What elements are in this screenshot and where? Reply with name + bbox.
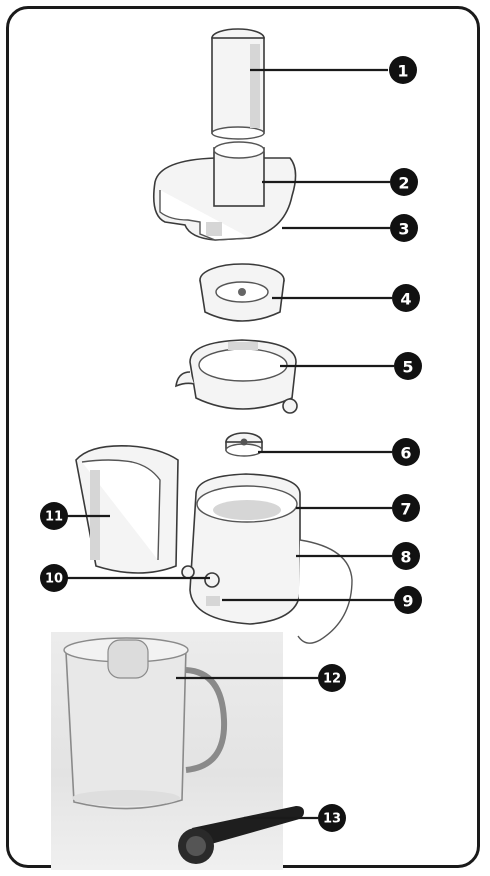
badge-label-5: 5: [402, 358, 413, 377]
badge-label-6: 6: [400, 444, 411, 463]
badge-6: 6: [392, 438, 420, 466]
badge-13: 13: [318, 804, 346, 832]
juice-jug-illustration: [63, 637, 228, 810]
badge-11: 11: [40, 502, 68, 530]
badge-2: 2: [390, 168, 418, 196]
badge-7: 7: [392, 494, 420, 522]
badge-10: 10: [40, 564, 68, 592]
motor-base-illustration: [181, 473, 353, 644]
badge-9: 9: [394, 586, 422, 614]
badge-label-8: 8: [400, 548, 411, 567]
food-pusher-illustration: [211, 28, 265, 140]
badge-label-13: 13: [323, 812, 341, 827]
badge-8: 8: [392, 542, 420, 570]
badge-label-1: 1: [397, 62, 408, 81]
badge-label-7: 7: [400, 500, 411, 519]
badge-3: 3: [390, 214, 418, 242]
badge-label-12: 12: [323, 672, 341, 687]
cleaning-brush-illustration: [178, 806, 304, 864]
badge-label-2: 2: [398, 174, 409, 193]
badge-12: 12: [318, 664, 346, 692]
badge-label-10: 10: [45, 572, 63, 587]
badge-1: 1: [389, 56, 417, 84]
badge-label-11: 11: [45, 510, 63, 525]
badge-label-9: 9: [402, 592, 413, 611]
cover-illustration: [152, 141, 297, 241]
badge-4: 4: [392, 284, 420, 312]
badge-5: 5: [394, 352, 422, 380]
filter-basket-illustration: [199, 263, 285, 322]
coupling-disc-illustration: [225, 432, 263, 457]
badge-label-3: 3: [398, 220, 409, 239]
bowl-illustration: [175, 339, 298, 414]
pulp-container-illustration: [75, 444, 179, 574]
badge-label-4: 4: [400, 290, 411, 309]
